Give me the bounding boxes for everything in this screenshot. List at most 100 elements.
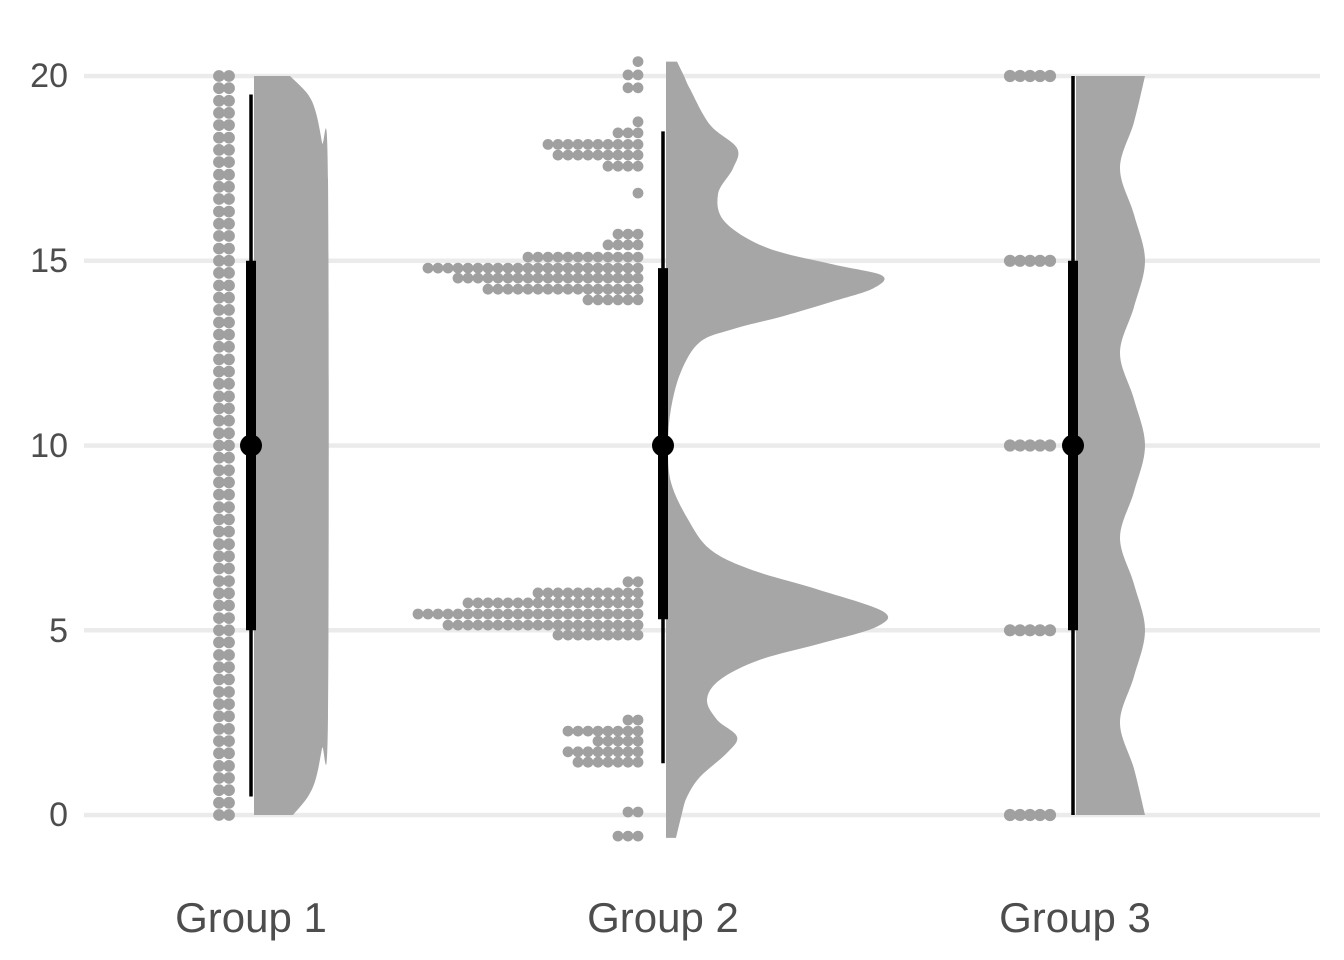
dot (472, 272, 484, 284)
group-1-median-point (240, 434, 262, 457)
dot (482, 619, 494, 631)
dot (223, 698, 235, 710)
dot (552, 608, 564, 620)
dot (592, 597, 604, 609)
dot (482, 597, 494, 609)
dot (592, 272, 604, 284)
dot (213, 328, 225, 341)
dot (562, 139, 574, 150)
dot (502, 272, 514, 284)
dot (223, 575, 235, 587)
dot (223, 279, 235, 292)
dot (602, 597, 614, 609)
dot (572, 272, 584, 284)
dot (223, 550, 235, 563)
dot (213, 304, 225, 316)
dot (223, 180, 235, 193)
dot (223, 316, 235, 329)
dot (552, 149, 564, 161)
dot (213, 82, 225, 95)
dot (552, 283, 564, 295)
dot (602, 746, 614, 758)
group-1-density-slab (254, 76, 329, 815)
dot (562, 746, 574, 758)
dot (213, 119, 225, 131)
dot (582, 272, 594, 284)
dot (552, 619, 564, 631)
dot (572, 149, 584, 161)
dot (632, 149, 644, 161)
dot (552, 139, 564, 150)
dot (223, 340, 235, 353)
dot (472, 619, 484, 631)
dot (612, 228, 624, 240)
dot (592, 283, 604, 295)
dot (632, 69, 644, 81)
dot (1043, 624, 1057, 637)
dot (582, 725, 594, 737)
dot (542, 283, 554, 295)
dot (622, 127, 634, 139)
dot (223, 205, 235, 218)
dot (512, 619, 524, 631)
dot (622, 619, 634, 631)
dot (213, 217, 225, 230)
dot (213, 94, 225, 107)
dot (542, 262, 554, 274)
dot (223, 587, 235, 600)
dot (223, 427, 235, 440)
dot (542, 608, 554, 620)
dot (532, 251, 544, 263)
dot (213, 70, 225, 82)
dot (632, 806, 644, 818)
gridline-y-10 (84, 443, 1320, 448)
dot (1023, 69, 1037, 83)
dot (512, 262, 524, 274)
dot (213, 144, 225, 156)
dot (213, 365, 225, 378)
dot (622, 239, 634, 251)
gridline-y-0 (84, 812, 1320, 818)
group-2-interval (652, 131, 674, 764)
dot (622, 139, 634, 150)
dot (1003, 808, 1017, 822)
dot (1023, 439, 1037, 452)
dot (213, 513, 225, 526)
dot (223, 525, 235, 538)
group-3-interval (1062, 76, 1084, 815)
dot (1043, 69, 1057, 83)
dot (582, 283, 594, 295)
dot (552, 587, 564, 599)
dot (612, 587, 624, 599)
dot (632, 160, 644, 172)
dot (1003, 624, 1017, 637)
dot (622, 160, 634, 172)
dot (1013, 439, 1027, 452)
dot (213, 550, 225, 563)
dot (532, 272, 544, 284)
dot (213, 599, 225, 612)
dot (223, 119, 235, 131)
dot (632, 725, 644, 737)
dot (622, 272, 634, 284)
dot (432, 262, 444, 274)
dot (213, 402, 225, 415)
dot (223, 612, 235, 624)
dot (1033, 439, 1047, 452)
dot (582, 587, 594, 599)
dot (223, 735, 235, 747)
y-tick-label-20: 20 (30, 57, 68, 95)
dot (542, 587, 554, 599)
dot (612, 239, 624, 251)
dot (632, 187, 644, 199)
y-tick-label-15: 15 (30, 242, 68, 280)
dot (223, 451, 235, 464)
dot (223, 464, 235, 477)
dot (582, 149, 594, 161)
dot (602, 251, 614, 263)
dot (462, 608, 474, 620)
dot (632, 82, 644, 94)
dot (522, 619, 534, 631)
dot (223, 390, 235, 403)
